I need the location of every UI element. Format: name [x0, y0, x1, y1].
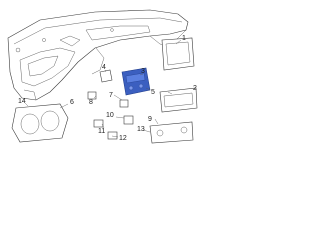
climate-control-panel	[159, 87, 198, 113]
parts-diagram: 1 2 3 4 5 6 7 8 9 10 11 12 13 14	[7, 9, 198, 144]
small-switch-5	[107, 131, 118, 140]
display-screen	[161, 37, 195, 71]
small-switch-2	[119, 99, 129, 108]
callout-6: 6	[70, 99, 74, 106]
small-switch-3	[93, 119, 104, 128]
small-switch-4	[123, 115, 134, 125]
heater-control-panel	[149, 121, 194, 144]
callout-12: 12	[119, 135, 127, 142]
callout-2: 2	[193, 85, 197, 92]
callout-5: 5	[151, 89, 155, 96]
callout-labels: 1 2 3 4 5 6 7 8 9 10 11 12 13 14	[18, 35, 197, 142]
callout-10: 10	[106, 112, 114, 119]
callout-11: 11	[98, 128, 105, 135]
control-switch-assembly-highlighted	[121, 67, 151, 96]
callout-9: 9	[148, 116, 152, 123]
callout-8: 8	[89, 99, 93, 106]
callout-3: 3	[141, 68, 145, 75]
callout-1: 1	[182, 35, 186, 42]
instrument-panel	[7, 9, 189, 101]
small-switch-1	[87, 91, 97, 100]
leader-lines	[24, 39, 182, 138]
callout-14: 14	[18, 98, 26, 105]
instrument-cluster	[11, 103, 69, 143]
small-module	[99, 69, 113, 83]
callout-4: 4	[102, 64, 106, 71]
callout-7: 7	[109, 92, 113, 99]
callout-13: 13	[137, 126, 145, 133]
